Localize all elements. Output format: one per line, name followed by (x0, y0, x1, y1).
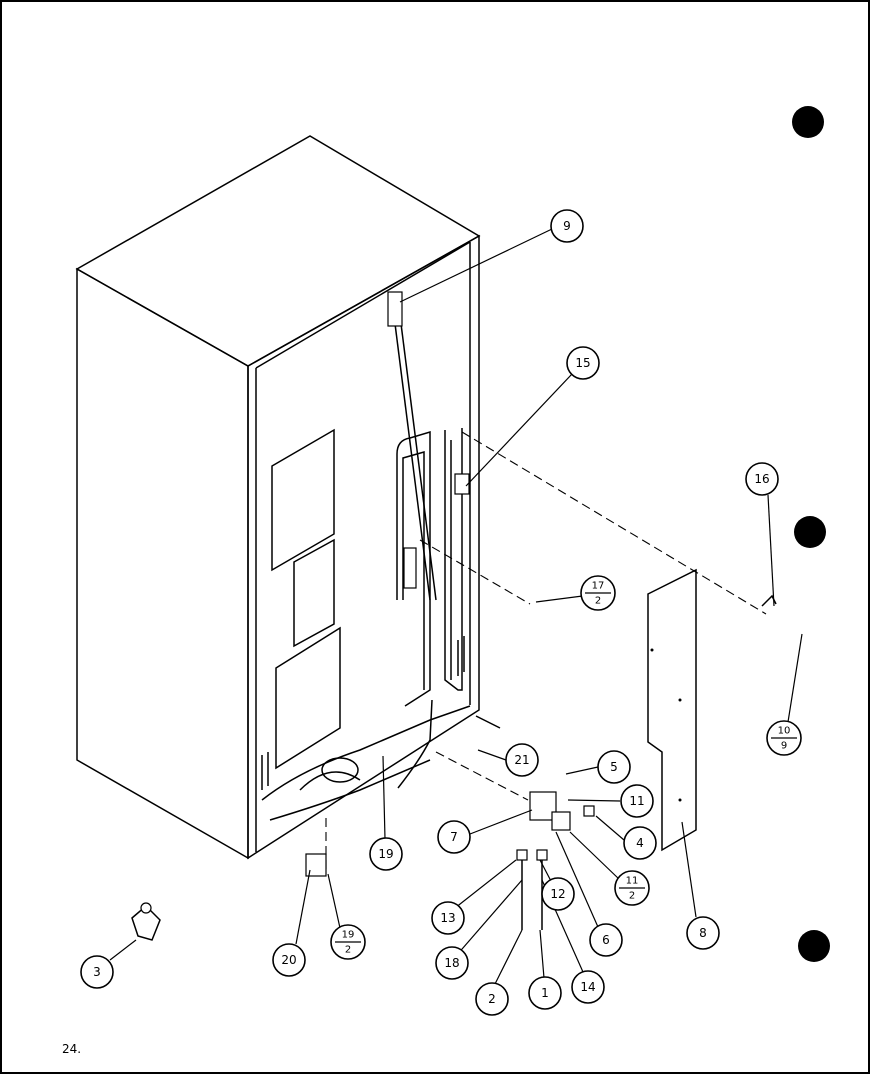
callout-17-2: 172 (580, 575, 616, 611)
callout-9: 9 (550, 209, 584, 243)
callout-label: 9 (563, 219, 571, 233)
leader-lines (109, 228, 803, 987)
callout-label: 16 (754, 472, 769, 486)
fraction-denominator: 2 (595, 596, 601, 607)
callout-label: 18 (444, 956, 459, 970)
callout-1: 1 (528, 976, 562, 1010)
callout-label: 19 (378, 847, 393, 861)
callout-19-2: 192 (330, 924, 366, 960)
callout-label: 1 (541, 986, 549, 1000)
callout-19: 19 (369, 837, 403, 871)
callout-label: 15 (575, 356, 590, 370)
fraction-numerator: 19 (342, 930, 355, 941)
callout-label: 2 (488, 992, 496, 1006)
callout-4: 4 (623, 826, 657, 860)
callout-16: 16 (745, 462, 779, 496)
callout-label: 12 (550, 887, 565, 901)
callout-3: 3 (80, 955, 114, 989)
fraction-denominator: 9 (781, 741, 787, 752)
callout-label: 20 (281, 953, 296, 967)
callout-14: 14 (571, 970, 605, 1004)
callout-label: 21 (514, 753, 529, 767)
fraction-denominator: 2 (345, 945, 351, 956)
callout-5: 5 (597, 750, 631, 784)
page-number: 24. (62, 1042, 82, 1056)
hardware-parts (131, 594, 777, 941)
fraction-denominator: 2 (629, 891, 635, 902)
callout-label: 6 (602, 933, 610, 947)
rear-cover-panel (647, 568, 697, 852)
callout-label: 11 (629, 794, 644, 808)
callout-18: 18 (435, 946, 469, 980)
callout-label: 7 (450, 830, 458, 844)
callout-label: 5 (610, 760, 618, 774)
fraction-numerator: 11 (626, 876, 639, 887)
callout-label: 4 (636, 836, 644, 850)
callout-7: 7 (437, 820, 471, 854)
callout-11-2: 112 (614, 870, 650, 906)
callout-20: 20 (272, 943, 306, 977)
callout-2: 2 (475, 982, 509, 1016)
refrigerator-cabinet (75, 135, 481, 860)
callout-label: 3 (93, 965, 101, 979)
callout-10-9: 109 (766, 720, 802, 756)
callout-13: 13 (431, 901, 465, 935)
fraction-numerator: 10 (778, 726, 791, 737)
fraction-numerator: 17 (592, 581, 605, 592)
callout-label: 14 (580, 980, 595, 994)
callout-12: 12 (541, 877, 575, 911)
callout-8: 8 (686, 916, 720, 950)
callout-label: 8 (699, 926, 707, 940)
callout-label: 13 (440, 911, 455, 925)
callout-6: 6 (589, 923, 623, 957)
callout-15: 15 (566, 346, 600, 380)
registration-marks (792, 106, 830, 962)
callout-11: 11 (620, 784, 654, 818)
callout-21: 21 (505, 743, 539, 777)
